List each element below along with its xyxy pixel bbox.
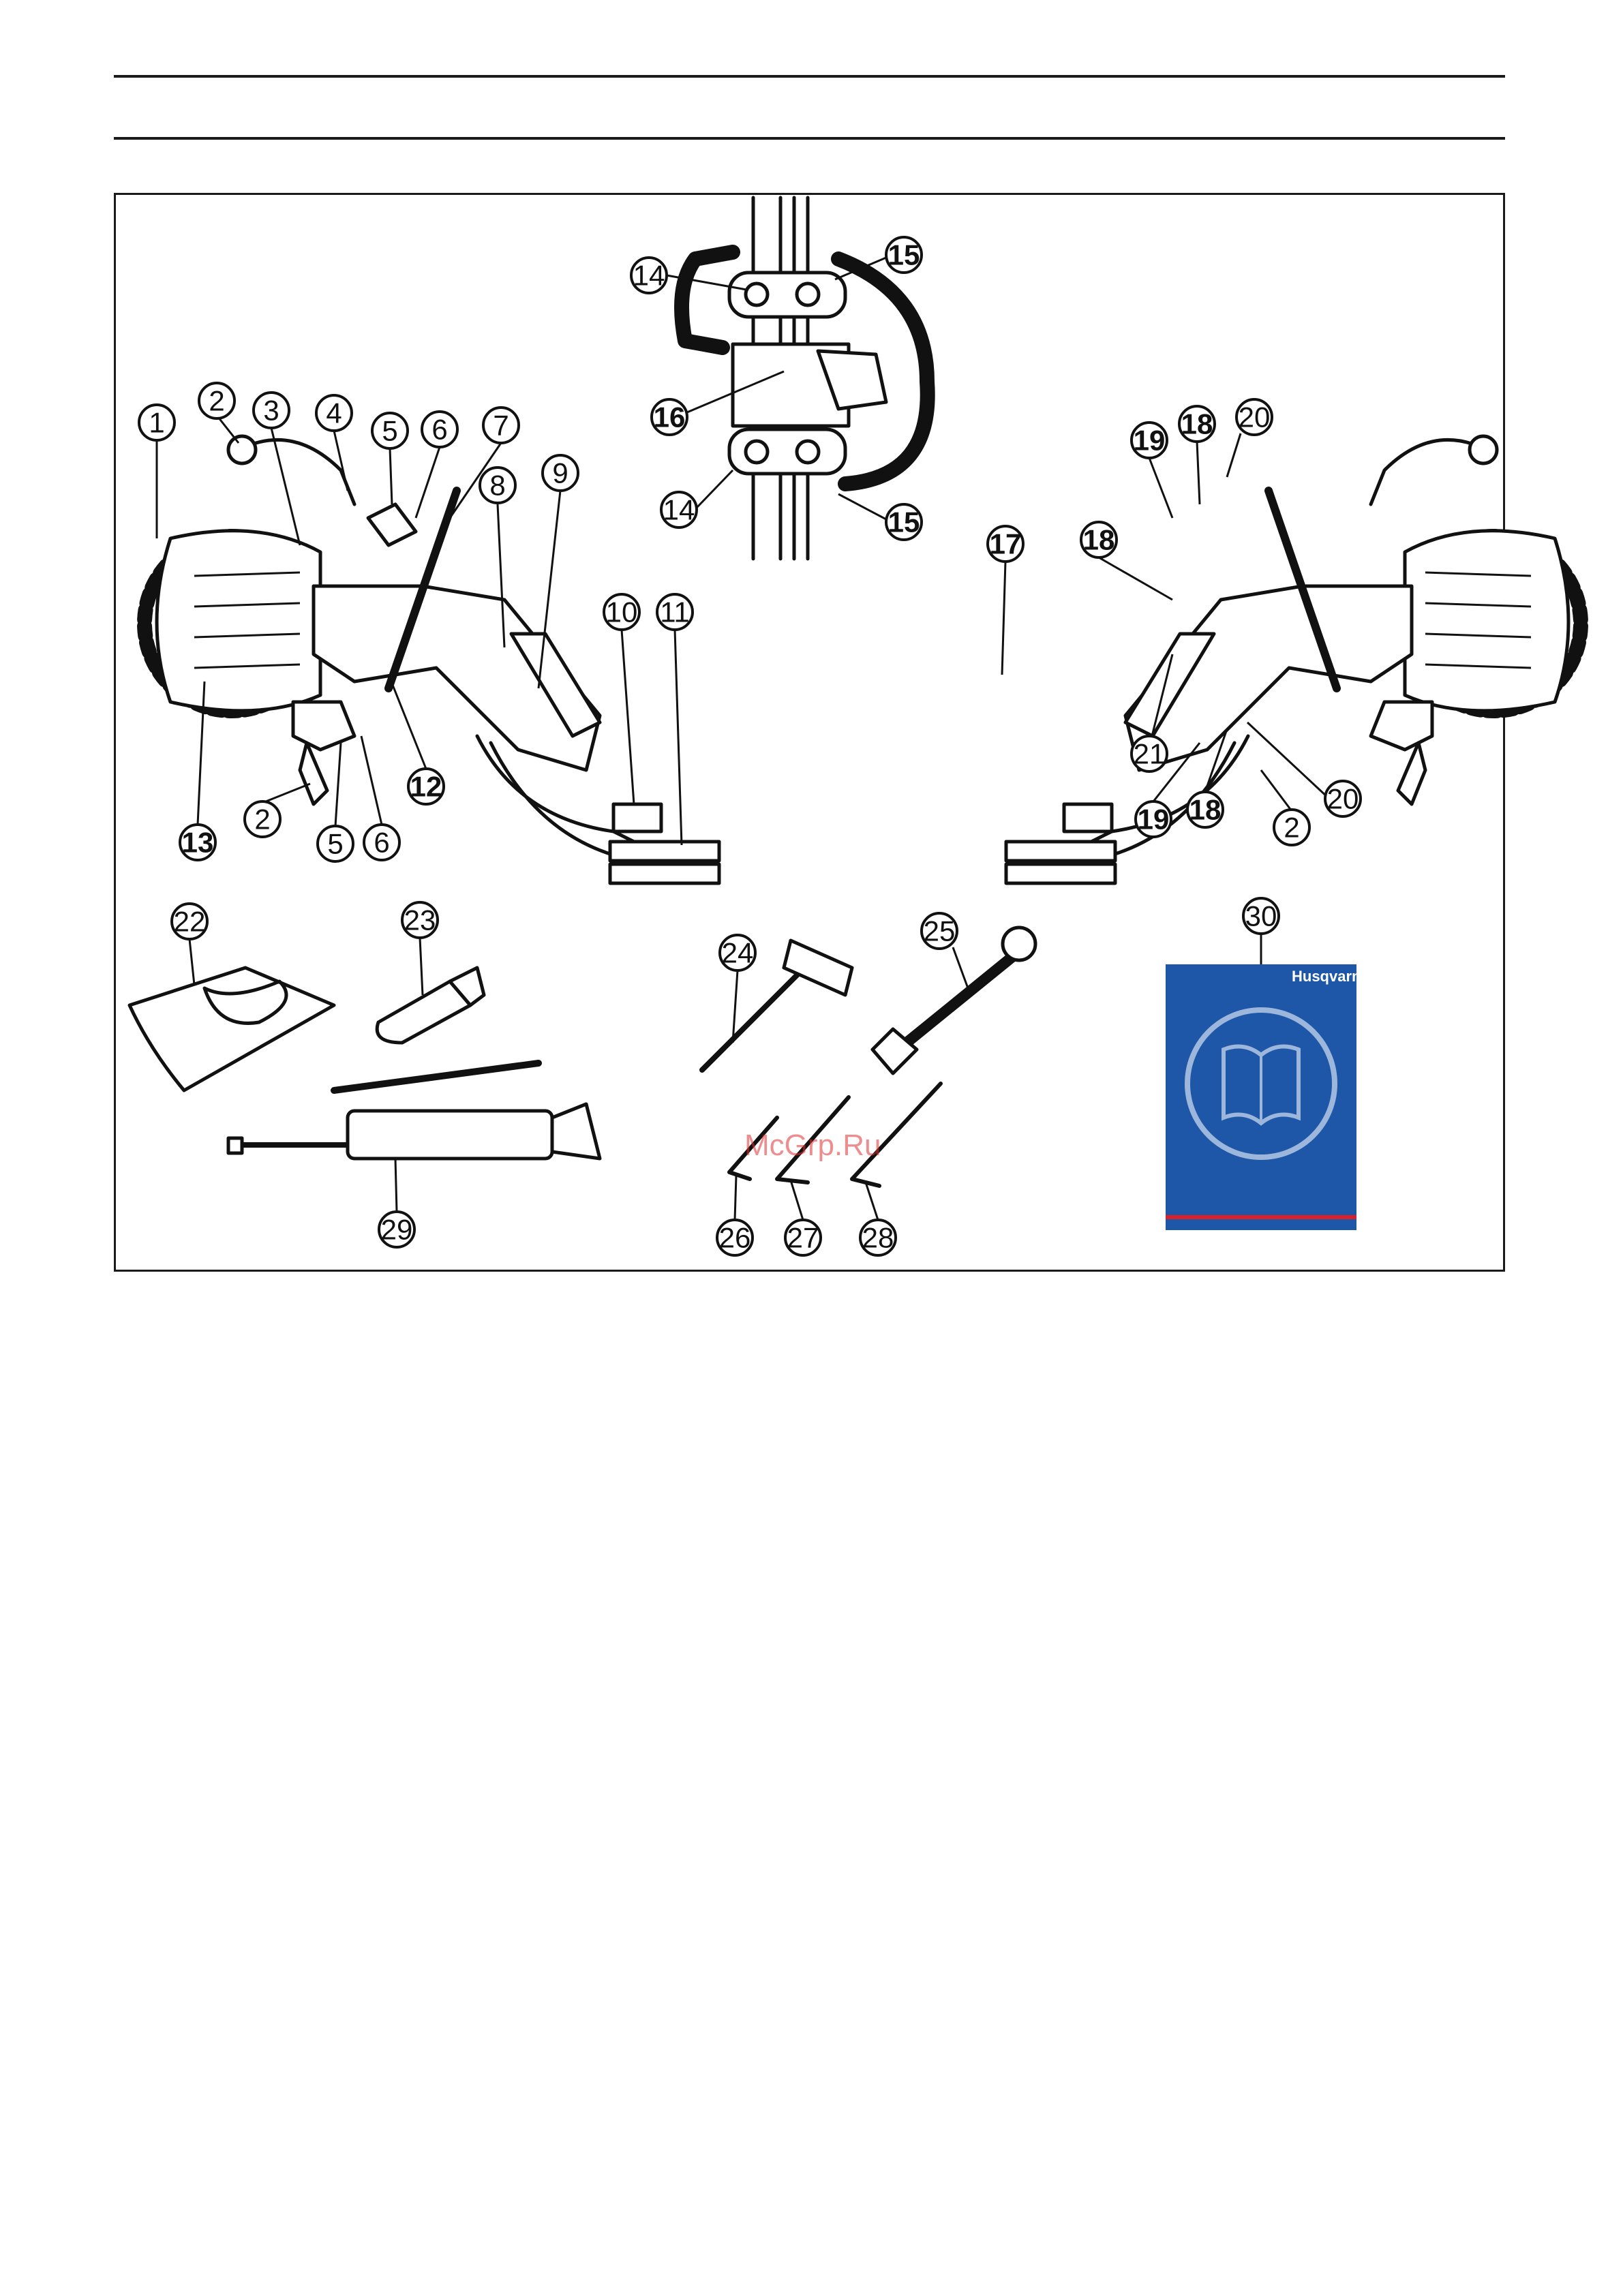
svg-text:14: 14 (663, 494, 695, 526)
svg-text:20: 20 (1239, 401, 1271, 433)
svg-text:18: 18 (1181, 408, 1213, 440)
svg-text:2: 2 (254, 803, 270, 836)
callout-11: 11 (657, 594, 693, 630)
svg-text:2: 2 (209, 385, 224, 417)
callout-29: 29 (379, 1212, 414, 1247)
svg-text:2: 2 (1284, 812, 1299, 844)
callout-4: 4 (316, 395, 352, 431)
svg-text:6: 6 (431, 414, 447, 446)
operator-manual-drawing: Husqvarna (1166, 964, 1369, 1230)
callout-21: 21 (1132, 736, 1167, 771)
svg-text:9: 9 (552, 457, 568, 489)
svg-text:19: 19 (1138, 803, 1170, 836)
manual-brand-label: Husqvarna (1292, 968, 1369, 985)
svg-text:7: 7 (493, 410, 509, 442)
svg-text:15: 15 (888, 239, 920, 271)
callout-5-top: 5 (372, 413, 408, 448)
svg-text:26: 26 (719, 1222, 751, 1254)
grease-tube-drawing (377, 968, 484, 1043)
svg-text:30: 30 (1245, 900, 1277, 932)
svg-text:4: 4 (326, 397, 342, 429)
svg-text:15: 15 (888, 506, 920, 538)
callout-2-bottom-left: 2 (245, 801, 280, 837)
callout-20-bottom: 20 (1325, 781, 1361, 816)
callout-16: 16 (652, 399, 687, 435)
svg-text:3: 3 (263, 395, 279, 427)
callout-7: 7 (483, 408, 519, 443)
callout-24: 24 (720, 935, 755, 970)
svg-text:5: 5 (382, 415, 397, 447)
svg-text:20: 20 (1327, 783, 1359, 815)
callout-12: 12 (408, 769, 444, 804)
callout-8: 8 (480, 468, 515, 503)
svg-text:19: 19 (1134, 425, 1166, 457)
svg-text:28: 28 (862, 1222, 894, 1254)
callout-19-top: 19 (1132, 423, 1167, 458)
svg-text:13: 13 (182, 827, 214, 859)
svg-text:24: 24 (722, 937, 754, 969)
callout-2-right: 2 (1274, 810, 1309, 845)
watermark-text: McGrp.Ru (744, 1129, 881, 1162)
callout-9: 9 (543, 455, 578, 491)
callout-13: 13 (180, 825, 215, 860)
callout-23: 23 (402, 902, 438, 938)
callout-15-top: 15 (886, 237, 922, 273)
callout-10: 10 (604, 594, 639, 630)
svg-text:16: 16 (654, 401, 686, 433)
svg-text:6: 6 (374, 827, 389, 859)
callout-18-bottom: 18 (1187, 792, 1223, 827)
svg-text:12: 12 (410, 771, 442, 803)
callout-2-top-left: 2 (199, 383, 234, 418)
svg-text:23: 23 (404, 904, 436, 936)
callout-17: 17 (988, 526, 1023, 562)
callout-28: 28 (860, 1220, 896, 1255)
callout-5-bottom: 5 (318, 826, 353, 861)
callout-22: 22 (172, 904, 207, 939)
svg-text:8: 8 (489, 470, 505, 502)
svg-text:18: 18 (1189, 794, 1222, 826)
svg-text:25: 25 (924, 915, 956, 947)
callout-6-bottom: 6 (364, 825, 399, 860)
svg-text:5: 5 (327, 828, 343, 860)
callout-15-bottom: 15 (886, 504, 922, 540)
svg-text:14: 14 (633, 260, 665, 292)
callout-20-top: 20 (1237, 399, 1272, 435)
svg-text:21: 21 (1134, 738, 1166, 770)
callout-1: 1 (139, 405, 175, 440)
callout-19-bottom: 19 (1136, 801, 1171, 837)
glove-bag-drawing (130, 968, 334, 1090)
callout-18-top: 18 (1179, 406, 1215, 442)
svg-text:1: 1 (149, 407, 164, 439)
svg-text:11: 11 (660, 596, 690, 628)
callout-25: 25 (922, 913, 957, 949)
callout-26: 26 (717, 1220, 753, 1255)
grease-gun-drawing (228, 1063, 600, 1159)
callout-30: 30 (1243, 898, 1279, 934)
svg-text:10: 10 (606, 596, 638, 628)
callout-27: 27 (785, 1220, 821, 1255)
svg-text:27: 27 (787, 1222, 819, 1254)
svg-text:22: 22 (174, 906, 206, 938)
callout-14-bottom: 14 (661, 492, 697, 527)
svg-text:17: 17 (990, 528, 1022, 560)
svg-text:29: 29 (381, 1214, 413, 1246)
callout-6-top: 6 (422, 412, 457, 447)
callout-14-top: 14 (631, 258, 667, 293)
svg-text:18: 18 (1083, 524, 1115, 556)
saw-left-drawing (145, 436, 719, 883)
callout-18-mid: 18 (1081, 522, 1117, 557)
callout-3: 3 (254, 393, 289, 428)
